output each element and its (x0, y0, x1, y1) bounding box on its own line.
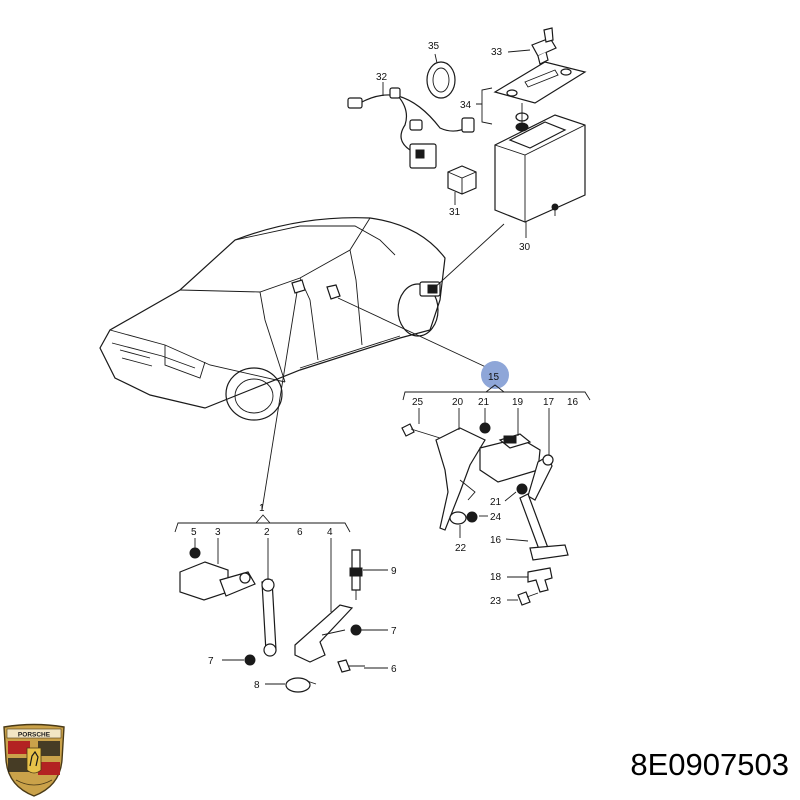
bracket-34-leader (476, 87, 493, 125)
bracket-4 (294, 604, 354, 663)
bracket-20 (435, 427, 486, 531)
bolt-23 (517, 591, 539, 606)
rod-2 (261, 578, 277, 657)
leader-30 (431, 223, 505, 291)
leader-21b (504, 491, 517, 502)
leader-35 (434, 53, 438, 64)
callout-4: 4 (327, 527, 333, 538)
group-1-bar (174, 522, 351, 533)
callout-15-highlight (481, 361, 509, 389)
car-sensor-front (291, 279, 306, 294)
callout-32: 32 (376, 72, 388, 83)
callout-9: 9 (391, 566, 397, 577)
callout-5: 5 (191, 527, 197, 538)
callout-3: 3 (215, 527, 221, 538)
leader-16b (505, 538, 529, 542)
rod-16 (519, 493, 569, 561)
callout-8: 8 (254, 680, 260, 691)
callout-labels: 35 33 32 34 31 30 15 25 20 21 19 17 16 2… (191, 41, 579, 691)
callout-31: 31 (449, 207, 461, 218)
clamp-8 (285, 677, 317, 693)
car-outline (99, 217, 446, 421)
callout-16-top: 16 (567, 397, 579, 408)
washer-22-24 (449, 511, 478, 525)
bolt-25 (401, 423, 441, 439)
callout-21-mid: 21 (490, 497, 502, 508)
leader-15 (337, 297, 489, 369)
callout-1: 1 (259, 503, 265, 514)
callout-23: 23 (490, 596, 502, 607)
callout-6-top: 6 (297, 527, 303, 538)
car-sensor-rear (326, 284, 341, 300)
group-1-apex (255, 514, 271, 524)
control-unit-30 (494, 114, 586, 223)
clip-35 (426, 61, 456, 99)
relay-31 (447, 165, 477, 195)
bolt-9 (349, 549, 363, 600)
callout-24: 24 (490, 512, 502, 523)
leader-33 (507, 49, 531, 53)
callout-6-bottom: 6 (391, 664, 397, 675)
leader-1 (261, 291, 298, 511)
sensor-3 (179, 561, 256, 601)
callout-2: 2 (264, 527, 270, 538)
group-15-apex (485, 384, 505, 393)
callout-21-top: 21 (478, 397, 490, 408)
nut-7 (244, 624, 362, 666)
callout-30: 30 (519, 242, 531, 253)
bolt-6 (337, 659, 365, 673)
callout-7-left: 7 (208, 656, 214, 667)
callout-35: 35 (428, 41, 440, 52)
callout-18: 18 (490, 572, 502, 583)
callout-7-right: 7 (391, 626, 397, 637)
callout-25: 25 (412, 397, 424, 408)
callout-20: 20 (452, 397, 464, 408)
sensor-19 (479, 433, 541, 483)
callout-34: 34 (460, 100, 472, 111)
bracket-18 (527, 567, 553, 593)
callout-19: 19 (512, 397, 524, 408)
callout-15: 15 (488, 372, 500, 383)
group-15-bar (402, 391, 591, 401)
logo-text: PORSCHE (18, 732, 51, 739)
car-control-unit-mount (419, 281, 441, 297)
plug-33 (531, 27, 557, 65)
callout-16-mid: 16 (490, 535, 502, 546)
lever-17 (527, 454, 554, 501)
porsche-crest-logo: PORSCHE (3, 723, 65, 797)
callout-22: 22 (455, 543, 467, 554)
callout-33: 33 (491, 47, 503, 58)
part-number: 8E0907503 (630, 747, 789, 782)
nut-5 (189, 547, 201, 559)
callout-17: 17 (543, 397, 555, 408)
bracket-34 (493, 61, 587, 132)
wiring-harness-32 (347, 87, 475, 169)
